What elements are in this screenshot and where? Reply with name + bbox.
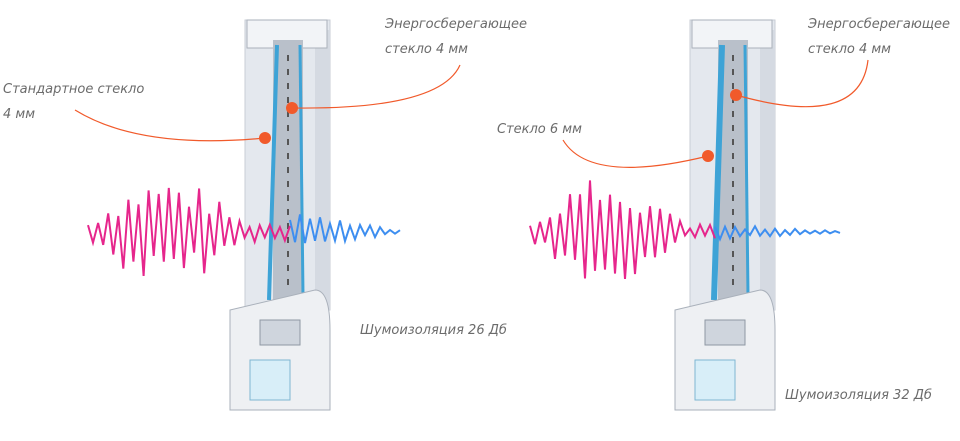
spacer-hole xyxy=(287,167,289,173)
sound-wave xyxy=(714,224,841,242)
frame-shade xyxy=(315,30,330,310)
callout-dot xyxy=(730,89,742,101)
label-line: Энергосберегающее xyxy=(385,17,528,32)
reinforcement xyxy=(249,359,291,401)
spacer-hole xyxy=(732,167,734,173)
spacer-hole xyxy=(287,265,289,271)
window-profile xyxy=(229,19,331,411)
spacer-hole xyxy=(287,153,289,159)
sound-wave xyxy=(87,187,291,276)
spacer-hole xyxy=(732,265,734,271)
glass-pane-outer xyxy=(267,44,279,301)
glass-pane-inner xyxy=(743,44,750,296)
spacer-hole xyxy=(287,279,289,285)
label-line: стекло 4 мм xyxy=(385,42,468,57)
callout-dot xyxy=(259,132,271,144)
spacer-hole xyxy=(287,195,289,201)
spacer-hole xyxy=(287,223,289,229)
callout-line xyxy=(291,64,461,109)
spacer-hole xyxy=(287,111,289,117)
spacer-hole xyxy=(732,181,734,187)
frame-shade xyxy=(760,30,775,310)
right-energy-glass-label: Энергосберегающее стекло 4 мм xyxy=(808,12,950,62)
glass-pane-outer xyxy=(711,44,725,301)
spacer-hole xyxy=(287,97,289,103)
spacer-hole xyxy=(732,237,734,243)
spacer-hole xyxy=(732,223,734,229)
spacer-hole xyxy=(287,209,289,215)
callout-line xyxy=(562,139,709,168)
spacer-hole xyxy=(732,125,734,131)
right-noise-label: Шумоизоляция 32 Дб xyxy=(785,388,932,403)
right-glass-label: Стекло 6 мм xyxy=(497,122,582,137)
chamber xyxy=(259,319,301,346)
label-line: 4 мм xyxy=(3,107,36,122)
spacer-hole xyxy=(732,111,734,117)
callout-line xyxy=(74,109,266,142)
spacer-hole xyxy=(287,139,289,145)
spacer-hole xyxy=(287,237,289,243)
sound-wave xyxy=(289,214,401,245)
spacer-hole xyxy=(732,139,734,145)
sound-wave xyxy=(529,180,716,279)
spacer-hole xyxy=(287,125,289,131)
reinforcement xyxy=(694,359,736,401)
spacer-hole xyxy=(732,195,734,201)
callout-dot xyxy=(286,102,298,114)
callout-line xyxy=(735,59,869,108)
spacer-hole xyxy=(732,153,734,159)
window-profile xyxy=(674,19,776,411)
spacer-hole xyxy=(287,55,289,61)
glass-pane-inner xyxy=(298,44,305,296)
spacer-hole xyxy=(287,251,289,257)
spacer-hole xyxy=(732,83,734,89)
spacer-hole xyxy=(732,279,734,285)
left-standard-glass-label: Стандартное стекло 4 мм xyxy=(3,77,144,127)
spacer-hole xyxy=(287,69,289,75)
chamber xyxy=(704,319,746,346)
label-line: стекло 4 мм xyxy=(808,42,891,57)
label-line: Стандартное стекло xyxy=(3,82,145,97)
left-energy-glass-label: Энергосберегающее стекло 4 мм xyxy=(385,12,527,62)
label-line: Энергосберегающее xyxy=(808,17,951,32)
spacer-hole xyxy=(287,181,289,187)
callout-dot xyxy=(702,150,714,162)
spacer-hole xyxy=(287,83,289,89)
spacer-hole xyxy=(732,55,734,61)
spacer-hole xyxy=(732,209,734,215)
spacer-hole xyxy=(732,251,734,257)
left-noise-label: Шумоизоляция 26 Дб xyxy=(360,323,507,338)
spacer-hole xyxy=(732,69,734,75)
